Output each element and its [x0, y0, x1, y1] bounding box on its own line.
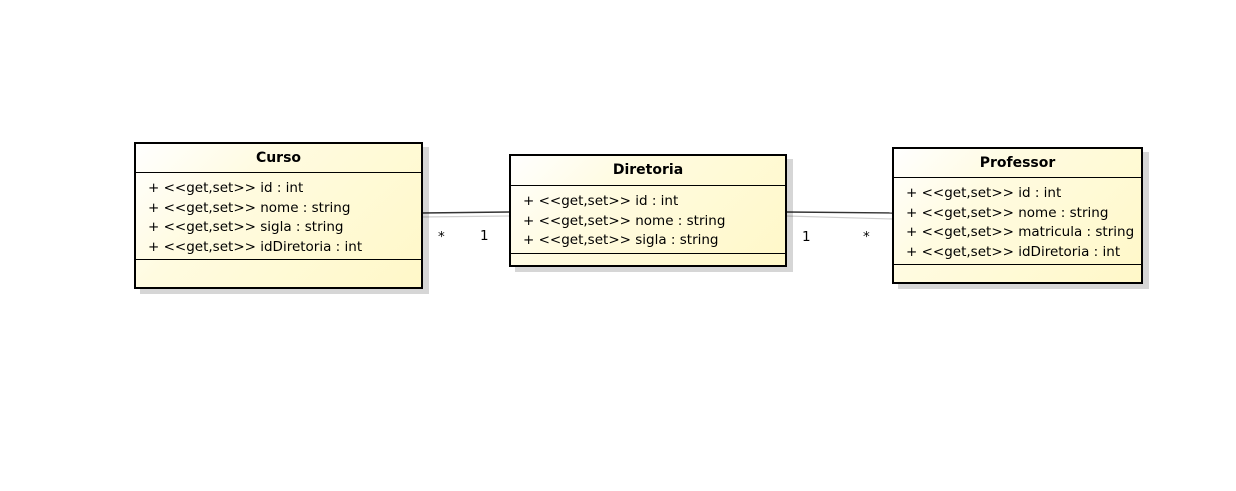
multiplicity-curso-end: *: [438, 229, 445, 245]
attribute-compartment: + <<get,set>> id : int + <<get,set>> nom…: [511, 186, 785, 254]
multiplicity-professor-end: *: [863, 229, 870, 245]
attribute: + <<get,set>> id : int: [906, 185, 1062, 201]
attribute: + <<get,set>> nome : string: [148, 199, 351, 216]
attribute: + <<get,set>> matricula : string: [906, 224, 1135, 240]
class-name: Curso: [136, 144, 421, 173]
attribute: + <<get,set>> nome : string: [906, 204, 1109, 221]
class-name: Professor: [894, 149, 1141, 178]
class-name: Diretoria: [511, 156, 785, 186]
attribute: + <<get,set>> sigla : string: [523, 232, 719, 248]
attribute: + <<get,set>> sigla : string: [148, 219, 344, 235]
attribute: + <<get,set>> idDiretoria : int: [906, 243, 1121, 260]
association-line-curso-diretoria[interactable]: [421, 211, 510, 214]
attribute: + <<get,set>> idDiretoria : int: [148, 238, 363, 255]
class-professor[interactable]: Professor + <<get,set>> id : int + <<get…: [892, 147, 1143, 284]
association-line-curso-diretoria-shadow: [421, 215, 510, 218]
multiplicity-diretoria-end-right: 1: [802, 229, 811, 245]
association-line-diretoria-professor[interactable]: [785, 211, 894, 214]
attribute: + <<get,set>> id : int: [523, 193, 679, 209]
attribute-compartment: + <<get,set>> id : int + <<get,set>> nom…: [136, 173, 421, 260]
attribute: + <<get,set>> nome : string: [523, 212, 726, 229]
association-line-diretoria-professor-shadow: [785, 215, 894, 220]
attribute: + <<get,set>> id : int: [148, 180, 304, 196]
attribute-compartment: + <<get,set>> id : int + <<get,set>> nom…: [894, 178, 1141, 265]
multiplicity-diretoria-end-left: 1: [480, 228, 489, 244]
class-curso[interactable]: Curso + <<get,set>> id : int + <<get,set…: [134, 142, 423, 289]
class-diretoria[interactable]: Diretoria + <<get,set>> id : int + <<get…: [509, 154, 787, 267]
